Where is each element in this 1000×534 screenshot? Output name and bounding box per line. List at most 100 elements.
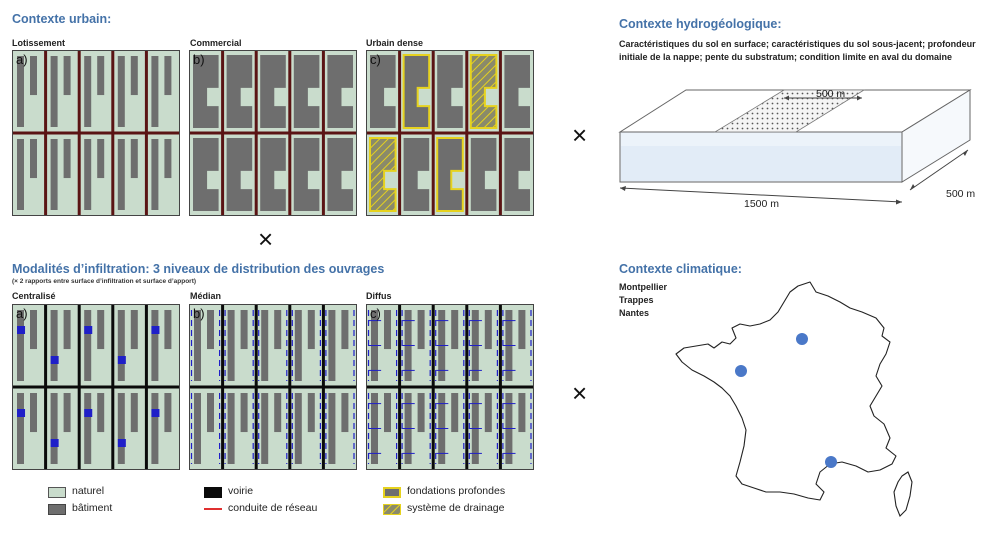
panel-label-lotissement: Lotissement bbox=[12, 38, 66, 48]
building bbox=[97, 393, 105, 433]
panel-label-commercial: Commercial bbox=[190, 38, 242, 48]
legend-label-voirie: voirie bbox=[228, 485, 254, 497]
urban-zone-grid bbox=[713, 89, 866, 133]
city-dot-nantes bbox=[735, 365, 747, 377]
urban-panel-urbain-dense: c) bbox=[366, 50, 534, 216]
legend-swatch-drainage bbox=[383, 504, 401, 515]
building bbox=[384, 393, 391, 433]
panel-border bbox=[366, 304, 534, 470]
times-sign-upper: × bbox=[572, 120, 588, 150]
building bbox=[193, 138, 219, 211]
building bbox=[260, 138, 286, 211]
hydro-title: Contexte hydrogéologique: bbox=[619, 17, 782, 31]
urban-title: Contexte urbain: bbox=[12, 12, 112, 26]
panel-label-median: Médian bbox=[190, 291, 222, 301]
building bbox=[193, 55, 219, 128]
building bbox=[130, 310, 138, 350]
building bbox=[327, 55, 353, 128]
road-horizontal bbox=[189, 385, 357, 389]
building bbox=[50, 56, 58, 127]
infiltration-basin bbox=[17, 409, 26, 417]
panel-border bbox=[189, 304, 357, 470]
infiltration-title: Modalités d’infiltration: 3 niveaux de d… bbox=[12, 262, 385, 276]
drainage-system bbox=[369, 137, 397, 212]
building bbox=[484, 310, 492, 350]
building bbox=[151, 310, 159, 381]
legend-swatch-voirie bbox=[204, 487, 222, 498]
building bbox=[84, 139, 92, 210]
infiltration-basin bbox=[17, 326, 26, 334]
building bbox=[151, 56, 159, 127]
building bbox=[226, 55, 253, 128]
building bbox=[437, 55, 463, 128]
building bbox=[17, 310, 24, 381]
panel-letter: a) bbox=[16, 306, 28, 321]
deep-foundation bbox=[402, 54, 431, 129]
road-horizontal bbox=[12, 385, 180, 389]
panel-letter: c) bbox=[370, 306, 381, 321]
infiltration-panel-median: b) bbox=[189, 304, 357, 470]
building bbox=[84, 310, 92, 381]
building bbox=[50, 393, 58, 464]
infiltration-basin bbox=[50, 356, 59, 364]
infiltration-panel-diffus: c) bbox=[366, 304, 534, 470]
building bbox=[307, 310, 315, 350]
legend-swatch-batiment bbox=[48, 504, 66, 515]
legend-label-conduite: conduite de réseau bbox=[228, 502, 318, 514]
building bbox=[117, 393, 125, 464]
building bbox=[97, 56, 105, 96]
building bbox=[63, 310, 71, 350]
building bbox=[97, 310, 105, 350]
building bbox=[274, 393, 282, 433]
corsica-outline bbox=[893, 471, 913, 517]
building bbox=[151, 139, 159, 210]
road-horizontal bbox=[366, 131, 534, 135]
building bbox=[30, 139, 37, 179]
building bbox=[341, 310, 349, 350]
dimension-500m-side: 500 m bbox=[946, 188, 976, 200]
building bbox=[293, 138, 320, 211]
building bbox=[403, 138, 430, 211]
climate-title: Contexte climatique: bbox=[619, 262, 742, 276]
building bbox=[164, 56, 172, 96]
building bbox=[226, 138, 253, 211]
building bbox=[164, 139, 172, 179]
city-name: Nantes bbox=[619, 308, 650, 318]
legend-swatch-fondations bbox=[383, 487, 401, 498]
legend-label-naturel: naturel bbox=[72, 485, 105, 497]
panel-border bbox=[189, 50, 357, 216]
building bbox=[240, 310, 248, 350]
building bbox=[17, 139, 24, 210]
infiltration-basin bbox=[117, 439, 126, 447]
building bbox=[63, 139, 71, 179]
building bbox=[63, 393, 71, 433]
legend-label-batiment: bâtiment bbox=[72, 502, 113, 514]
building bbox=[260, 55, 286, 128]
panel-border bbox=[12, 50, 180, 216]
building bbox=[207, 393, 214, 433]
panel-letter: a) bbox=[16, 52, 28, 67]
building bbox=[117, 56, 125, 127]
building bbox=[151, 393, 159, 464]
building bbox=[30, 393, 37, 433]
building bbox=[17, 393, 24, 464]
building bbox=[417, 393, 425, 433]
france-map bbox=[675, 281, 913, 517]
panel-border bbox=[12, 304, 180, 470]
urban-panel-lotissement: a) bbox=[12, 50, 180, 216]
legend-label-fondations: fondations profondes bbox=[407, 485, 506, 497]
building bbox=[130, 139, 138, 179]
building bbox=[504, 55, 530, 128]
building bbox=[17, 56, 24, 127]
deep-foundation bbox=[436, 137, 464, 212]
building bbox=[130, 56, 138, 96]
building bbox=[417, 310, 425, 350]
building bbox=[130, 393, 138, 433]
building bbox=[328, 393, 336, 464]
infiltration-subtitle: (× 2 rapports entre surface d’infiltrati… bbox=[12, 278, 197, 285]
panel-label-centralise: Centralisé bbox=[12, 291, 56, 301]
infiltration-basin bbox=[50, 439, 59, 447]
building bbox=[194, 310, 201, 381]
city-dot-trappes bbox=[796, 333, 808, 345]
building bbox=[341, 393, 349, 433]
